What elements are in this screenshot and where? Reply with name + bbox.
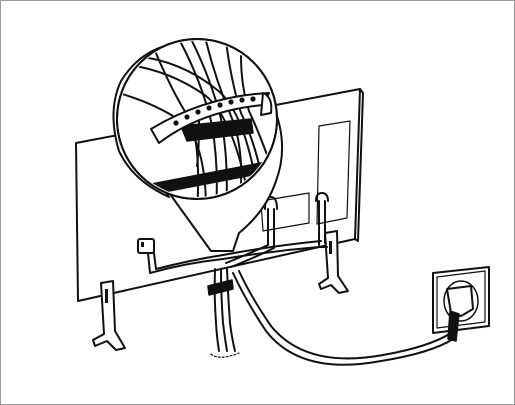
tv-stand-icon <box>92 280 126 351</box>
cable-tie-icon <box>207 268 240 358</box>
magnified-cables-icon <box>116 38 278 200</box>
power-plug-icon <box>446 285 474 342</box>
cable-bundle-icon <box>137 192 329 274</box>
power-cable-icon <box>232 270 454 366</box>
